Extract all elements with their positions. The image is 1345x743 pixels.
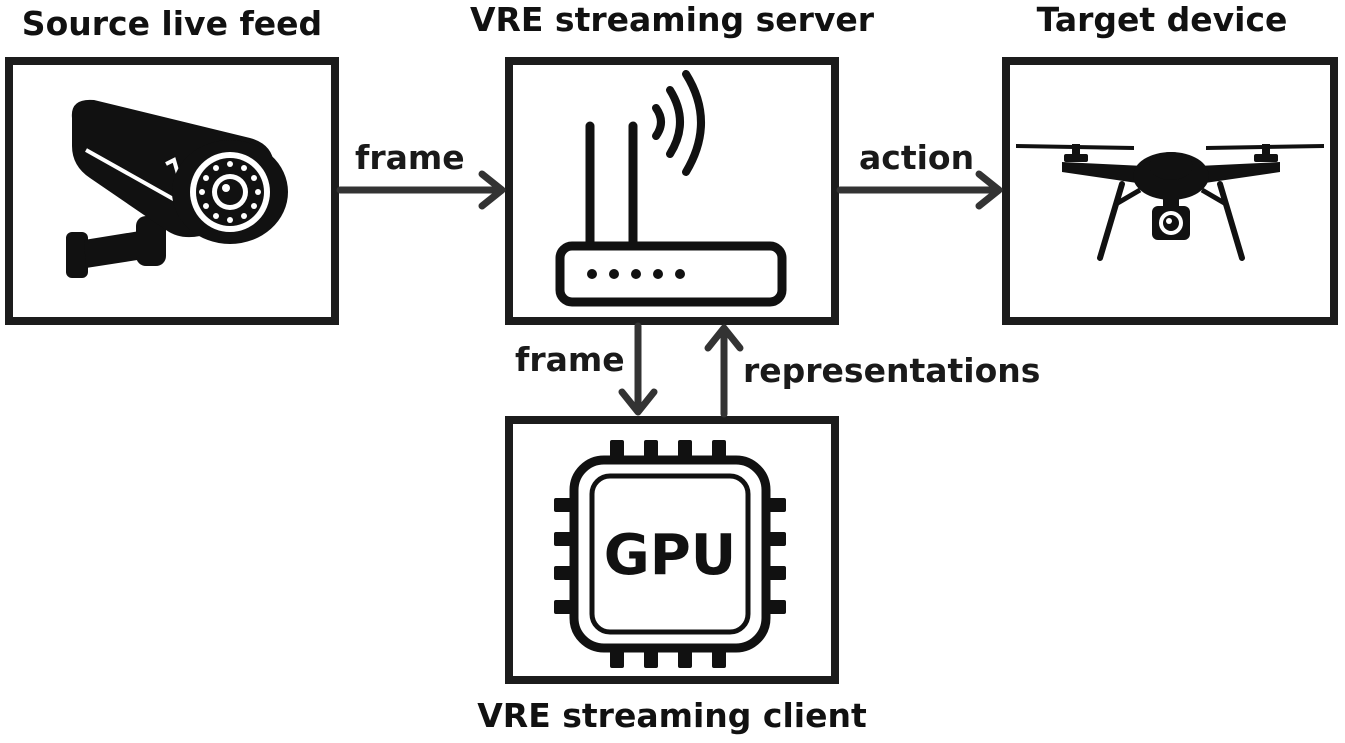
source-title: Source live feed [21,4,323,43]
edge-label-server-to-target: action [859,138,975,177]
drone-icon [1016,144,1324,261]
gpu-chip-label: GPU [604,523,736,588]
edge-label-server-to-client: frame [515,340,625,379]
client-title: VRE streaming client [477,696,867,735]
edge-label-client-to-server: representations [743,351,1041,390]
target-title: Target device [1036,0,1288,39]
target-box [1002,57,1338,325]
security-camera-icon [66,99,288,278]
edge-label-source-to-server: frame [355,138,465,177]
gpu-chip-icon: GPU [554,440,786,668]
server-title: VRE streaming server [469,0,875,39]
wifi-router-icon [555,70,787,307]
